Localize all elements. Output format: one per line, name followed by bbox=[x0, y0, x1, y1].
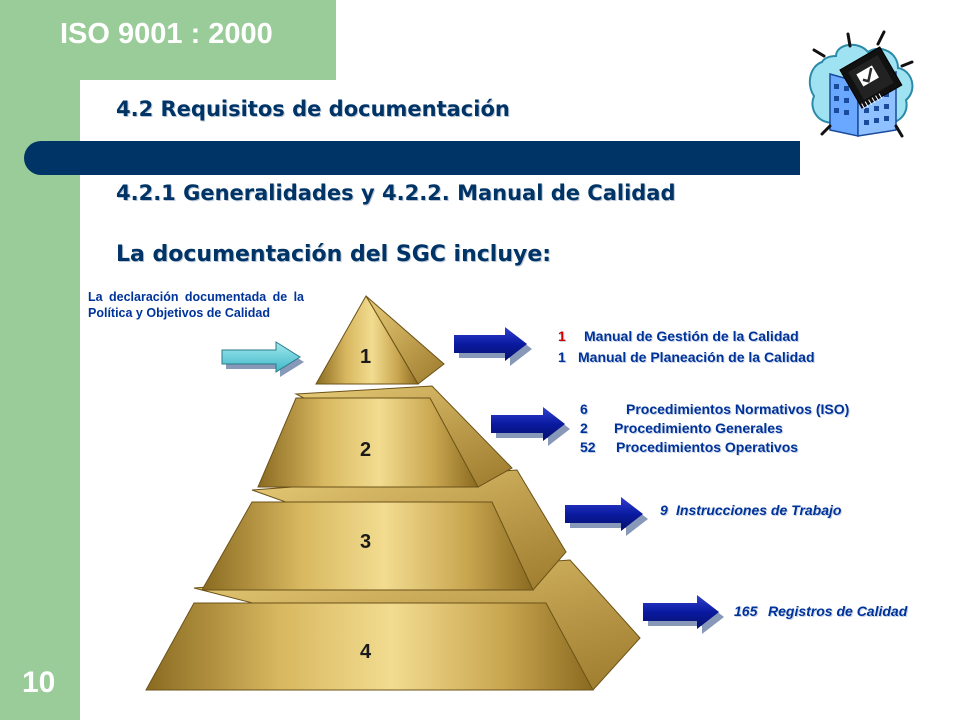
item-count: 1 bbox=[558, 349, 566, 365]
pyramid-level-4 bbox=[145, 559, 641, 691]
policy-input-arrow bbox=[221, 341, 304, 377]
level-2-item: 2 Procedimiento Generales bbox=[580, 420, 783, 436]
pyramid-level-1-label: 1 bbox=[360, 346, 372, 368]
header-title: ISO 9001 : 2000 bbox=[60, 18, 273, 50]
subsection-heading: 4.2.1 Generalidades y 4.2.2. Manual de C… bbox=[116, 181, 676, 205]
slide-number: 10 bbox=[22, 666, 56, 699]
pyramid-level-1 bbox=[315, 295, 445, 385]
item-count: 2 bbox=[580, 420, 588, 436]
item-count: 52 bbox=[580, 439, 596, 455]
item-label: Instrucciones de Trabajo bbox=[676, 502, 842, 518]
section-heading: 4.2 Requisitos de documentación bbox=[116, 97, 510, 121]
level-3-item: 9 Instrucciones de Trabajo bbox=[660, 502, 841, 518]
item-label: Registros de Calidad bbox=[768, 603, 908, 619]
level-2-item: 6 Procedimientos Normativos (ISO) bbox=[580, 401, 849, 417]
policy-note: La declaración documentada de la Polític… bbox=[88, 290, 304, 320]
item-label: Procedimiento Generales bbox=[614, 420, 783, 436]
item-count: 1 bbox=[558, 328, 566, 344]
item-count: 9 bbox=[660, 502, 668, 518]
level-1-item: 1 Manual de Gestión de la Calidad bbox=[558, 328, 799, 344]
divider-band bbox=[24, 141, 800, 175]
pyramid-level-3 bbox=[201, 469, 567, 591]
left-sidebar-band bbox=[0, 0, 80, 720]
pyramid-level-3-label: 3 bbox=[360, 531, 372, 553]
level-1-item: 1 Manual de Planeación de la Calidad bbox=[558, 349, 815, 365]
item-label: Procedimientos Operativos bbox=[616, 439, 799, 455]
item-label: Manual de Planeación de la Calidad bbox=[578, 349, 815, 365]
level-2-arrow bbox=[491, 407, 570, 446]
level-4-arrow bbox=[643, 595, 724, 634]
pyramid-level-2 bbox=[257, 385, 513, 488]
level-2-item: 52 Procedimientos Operativos bbox=[580, 439, 798, 455]
pyramid-level-4-label: 4 bbox=[360, 641, 372, 663]
header-band bbox=[0, 0, 336, 80]
item-count: 165 bbox=[734, 603, 758, 619]
level-4-item: 165 Registros de Calidad bbox=[734, 603, 907, 619]
item-count: 6 bbox=[580, 401, 588, 417]
building-with-checklist-icon bbox=[808, 30, 914, 138]
item-label: Procedimientos Normativos (ISO) bbox=[626, 401, 850, 417]
level-1-arrow bbox=[454, 327, 532, 366]
intro-heading: La documentación del SGC incluye: bbox=[116, 242, 552, 267]
level-3-arrow bbox=[565, 497, 648, 536]
pyramid-level-2-label: 2 bbox=[360, 439, 372, 461]
item-label: Manual de Gestión de la Calidad bbox=[584, 328, 799, 344]
